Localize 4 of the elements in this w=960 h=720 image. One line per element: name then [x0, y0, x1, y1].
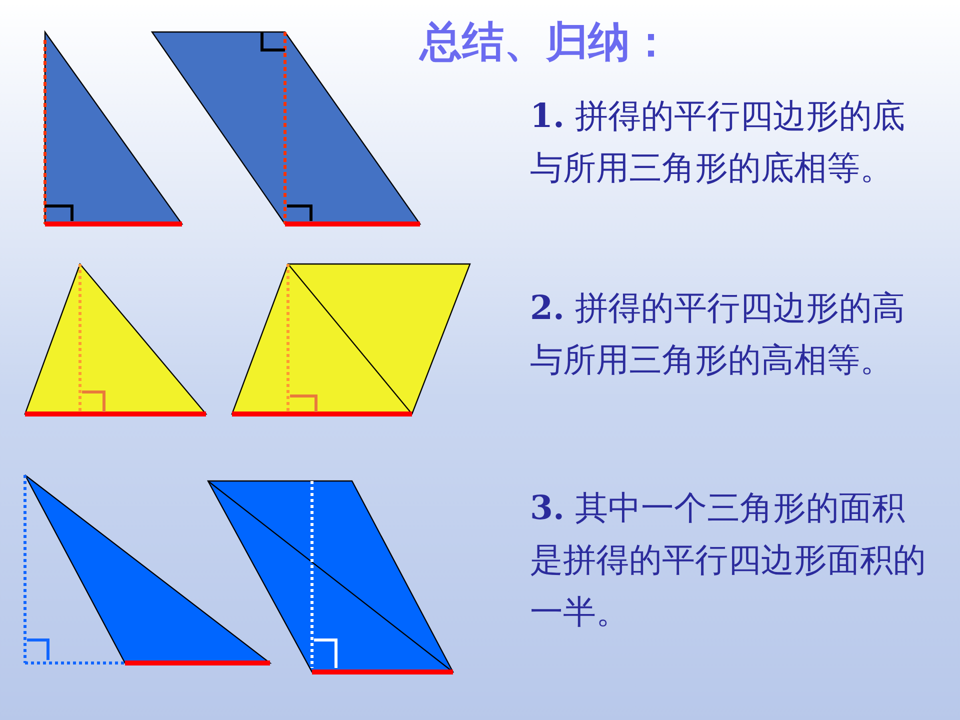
slide-title: 总结、归纳：	[420, 16, 672, 68]
summary-statement: 2. 拼得的平行四边形的高与所用三角形的高相等。	[530, 287, 906, 381]
summary-statement: 3. 其中一个三角形的面积是拼得的平行四边形面积的一半。	[530, 487, 927, 633]
summary-statement: 1. 拼得的平行四边形的底与所用三角形的底相等。	[530, 95, 906, 189]
